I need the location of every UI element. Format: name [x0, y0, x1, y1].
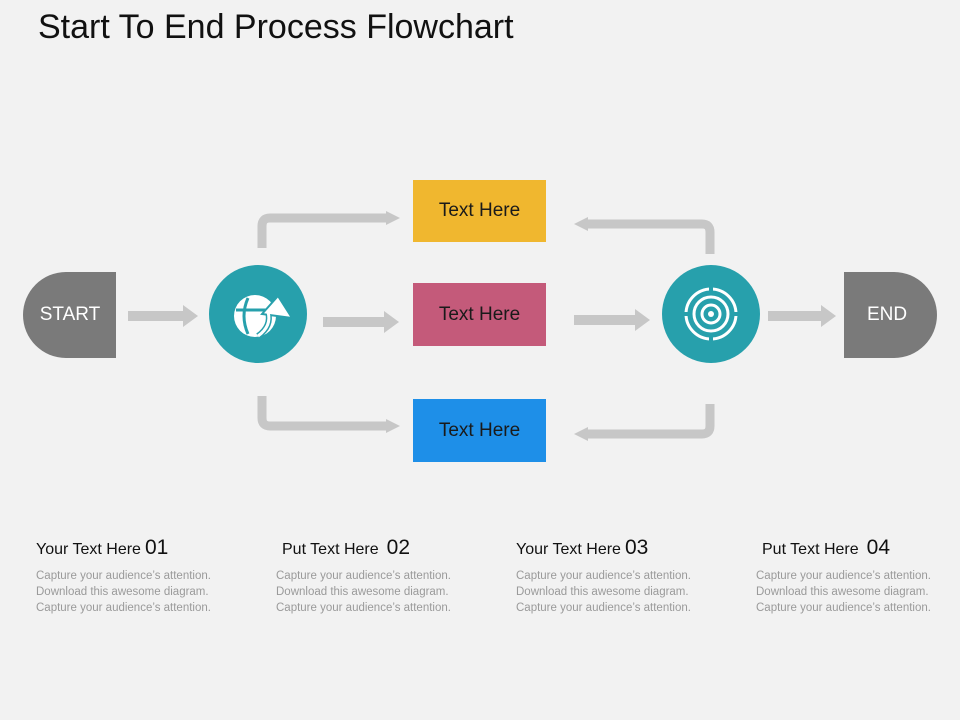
column-heading-text: Put Text Here [762, 541, 859, 558]
column-heading-text: Your Text Here [516, 541, 621, 558]
column-number: 02 [386, 536, 410, 559]
text-column-04: Put Text Here 04 Capture your audience’s … [756, 536, 946, 616]
arrow-target-to-end [768, 305, 836, 327]
globe-refresh-icon [234, 294, 294, 339]
column-number: 03 [624, 536, 649, 559]
box-bottom-label: Text Here [438, 419, 521, 441]
arrowhead-from-top [574, 217, 588, 231]
end-label: END [866, 304, 908, 325]
column-heading-text: Put Text Here [282, 541, 379, 558]
box-top [413, 180, 546, 242]
connector-from-top-box [588, 219, 715, 254]
column-number: 04 [866, 536, 890, 559]
connector-from-bottom-box [588, 404, 715, 439]
box-middle [413, 283, 546, 346]
box-bottom [413, 399, 546, 462]
box-top-label: Text Here [438, 200, 521, 221]
target-icon [681, 284, 741, 344]
column-body: Capture your audience’s attention. Downl… [756, 570, 931, 614]
arrowhead-bottom-box [386, 419, 400, 433]
column-heading-text: Your Text Here [36, 541, 141, 558]
column-heading: Put Text Here 04 [756, 536, 946, 560]
connector-to-bottom-box [257, 396, 388, 431]
arrow-circle-to-middle [323, 311, 399, 333]
connector-to-top-box [257, 213, 388, 248]
arrow-start-to-circle [128, 305, 198, 327]
start-terminal [23, 272, 116, 358]
column-number: 01 [144, 536, 169, 559]
column-heading: Put Text Here 02 [276, 536, 466, 560]
text-column-02: Put Text Here 02 Capture your audience’s … [276, 536, 466, 616]
arrow-middle-to-target [574, 309, 650, 331]
column-body: Capture your audience’s attention. Downl… [276, 570, 451, 614]
end-terminal [844, 272, 937, 358]
column-body: Capture your audience’s attention. Downl… [36, 570, 211, 614]
arrowhead-from-bottom [574, 427, 588, 441]
page-title: Start To End Process Flowchart [38, 8, 514, 46]
flow-arrows [128, 305, 836, 333]
column-body: Capture your audience’s attention. Downl… [516, 570, 691, 614]
box-middle-label: Text Here [438, 303, 521, 325]
start-label: START [39, 304, 101, 325]
arrowhead-top-box [386, 211, 400, 225]
